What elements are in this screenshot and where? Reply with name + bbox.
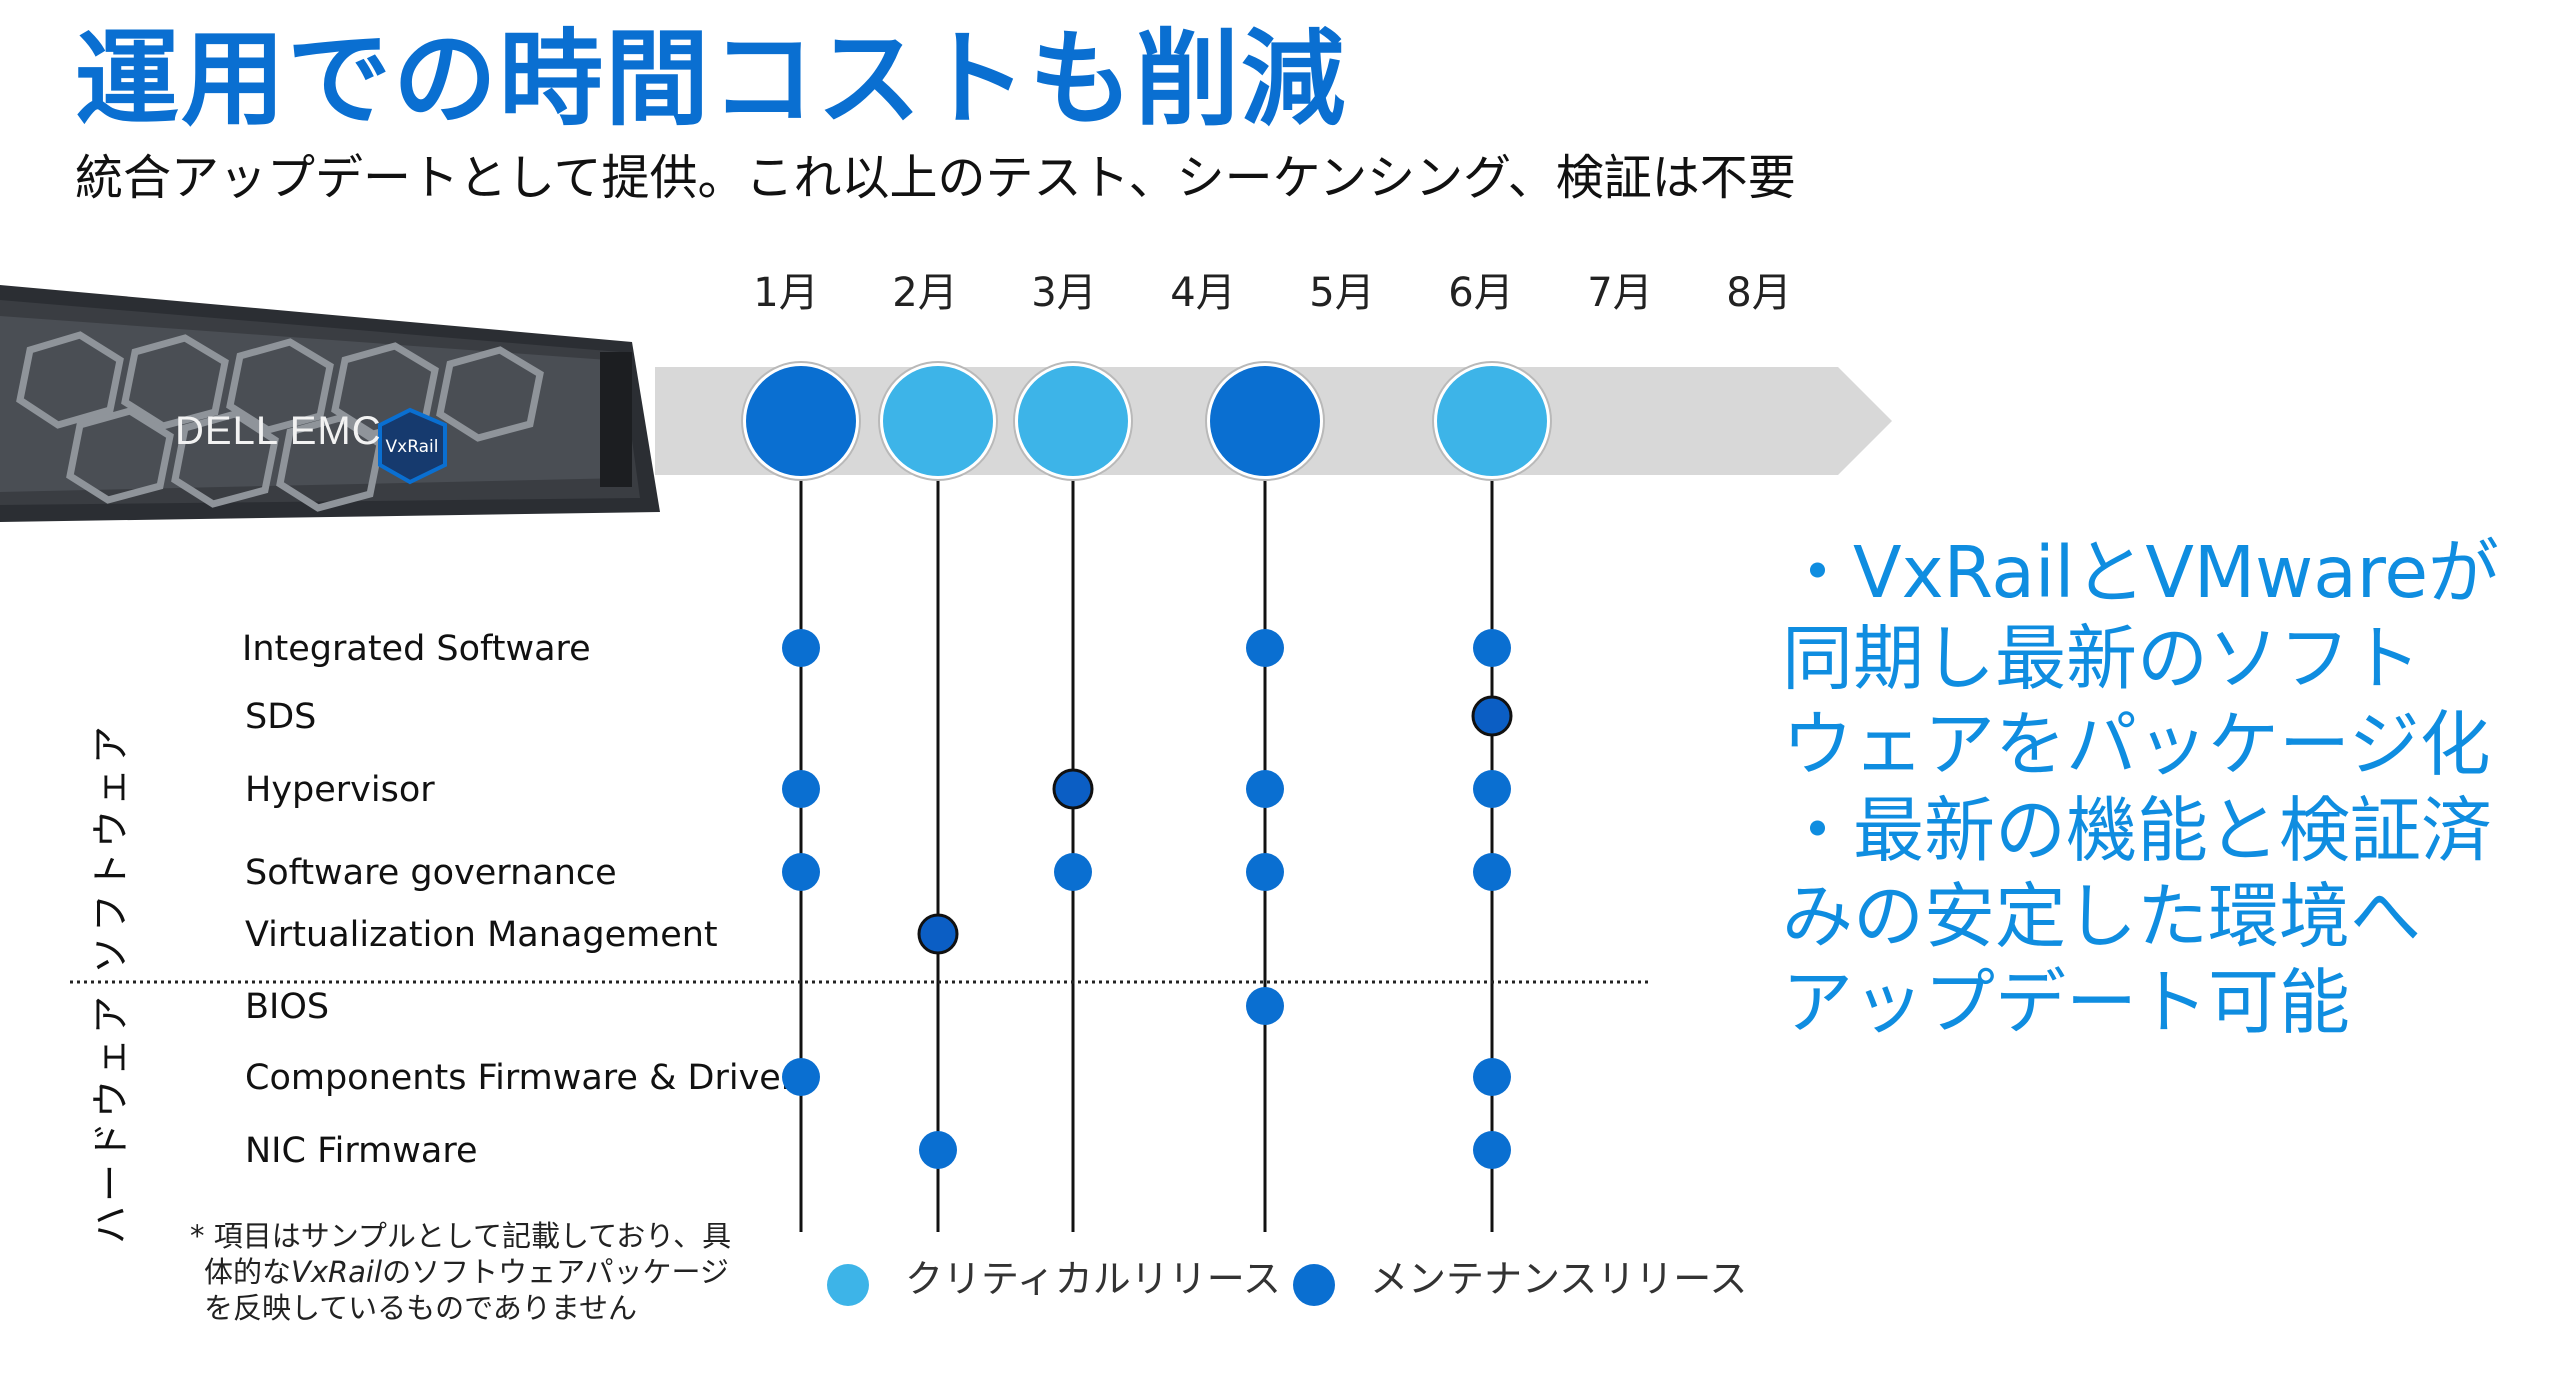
critical-release-marker xyxy=(1018,366,1128,476)
footnote-text: 体的な xyxy=(204,1255,292,1289)
release-point xyxy=(1246,770,1284,808)
legend-critical-swatch xyxy=(827,1264,869,1306)
legend-critical-label: クリティカルリリース xyxy=(905,1257,1281,1301)
side-note-line: ウェアをパッケージ化 xyxy=(1782,703,2491,786)
legend: クリティカルリリース メンテナンスリリース xyxy=(827,1257,1747,1306)
maintenance-release-marker xyxy=(1210,366,1320,476)
month-label: 3月 xyxy=(1031,270,1096,316)
month-label: 1月 xyxy=(753,270,818,316)
server-image: VxRail DELL EMC xyxy=(0,285,660,522)
release-lines xyxy=(799,421,1494,1232)
side-note: ・VxRailとVMwareが 同期し最新のソフト ウェアをパッケージ化 ・最新… xyxy=(1782,530,2542,1046)
row-label: Virtualization Management xyxy=(245,915,718,955)
row-label: BIOS xyxy=(245,987,329,1027)
release-point xyxy=(1473,1131,1511,1169)
software-category-label: ソフトウェア xyxy=(89,722,133,974)
legend-maintenance-label: メンテナンスリリース xyxy=(1370,1257,1747,1301)
server-badge-label: VxRail xyxy=(386,437,439,457)
month-label: 6月 xyxy=(1448,270,1513,316)
footnote: * 項目はサンプルとして記載しており、具 体的なVxRailのソフトウェアパッケ… xyxy=(190,1218,731,1326)
month-label: 4月 xyxy=(1170,270,1235,316)
release-point xyxy=(782,853,820,891)
release-point xyxy=(1473,770,1511,808)
month-label: 5月 xyxy=(1309,270,1374,316)
release-points xyxy=(782,629,1513,1169)
month-label: 2月 xyxy=(892,270,957,316)
page-title: 運用での時間コストも削減 xyxy=(75,18,1348,140)
page-subtitle: 統合アップデートとして提供。これ以上のテスト、シーケンシング、検証は不要 xyxy=(75,150,1796,206)
release-markers xyxy=(741,361,1552,481)
release-point xyxy=(1246,987,1284,1025)
month-label: 7月 xyxy=(1587,270,1652,316)
release-point xyxy=(1471,695,1513,737)
release-point xyxy=(1052,768,1094,810)
release-point xyxy=(1473,629,1511,667)
maintenance-release-marker xyxy=(746,366,856,476)
release-point xyxy=(917,913,959,955)
row-label: Components Firmware & Drivers xyxy=(245,1058,813,1098)
release-point xyxy=(782,629,820,667)
row-label: Hypervisor xyxy=(245,770,435,810)
critical-release-marker xyxy=(883,366,993,476)
footnote-product: VxRail xyxy=(291,1255,383,1289)
footnote-line: * 項目はサンプルとして記載しており、具 xyxy=(190,1219,732,1253)
side-note-line: 同期し最新のソフト xyxy=(1782,617,2422,700)
release-point xyxy=(1473,1058,1511,1096)
release-point xyxy=(782,770,820,808)
release-point xyxy=(1473,853,1511,891)
server-brand-label: DELL EMC xyxy=(175,409,382,453)
side-note-line: ・最新の機能と検証済 xyxy=(1782,789,2493,872)
month-labels: 1月 2月 3月 4月 5月 6月 7月 8月 xyxy=(753,270,1791,316)
row-label: Software governance xyxy=(245,853,617,893)
legend-maintenance-swatch xyxy=(1293,1264,1335,1306)
release-point xyxy=(919,1131,957,1169)
critical-release-marker xyxy=(1437,366,1547,476)
row-label: Integrated Software xyxy=(242,629,591,669)
release-point xyxy=(1246,629,1284,667)
release-point xyxy=(1054,853,1092,891)
row-label: SDS xyxy=(245,697,316,737)
side-note-line: みの安定した環境へ xyxy=(1782,875,2422,958)
row-label: NIC Firmware xyxy=(245,1131,477,1171)
footnote-text: のソフトウェアパッケージ xyxy=(382,1255,729,1289)
month-label: 8月 xyxy=(1726,270,1791,316)
hardware-category-label: ハードウェア xyxy=(89,992,133,1244)
side-note-line: ・VxRailとVMwareが xyxy=(1782,531,2500,614)
release-point xyxy=(782,1058,820,1096)
side-note-line: アップデート可能 xyxy=(1782,961,2351,1044)
footnote-line: を反映しているものでありません xyxy=(204,1291,637,1325)
footnote-line: 体的なVxRailのソフトウェアパッケージ xyxy=(190,1254,731,1290)
release-point xyxy=(1246,853,1284,891)
